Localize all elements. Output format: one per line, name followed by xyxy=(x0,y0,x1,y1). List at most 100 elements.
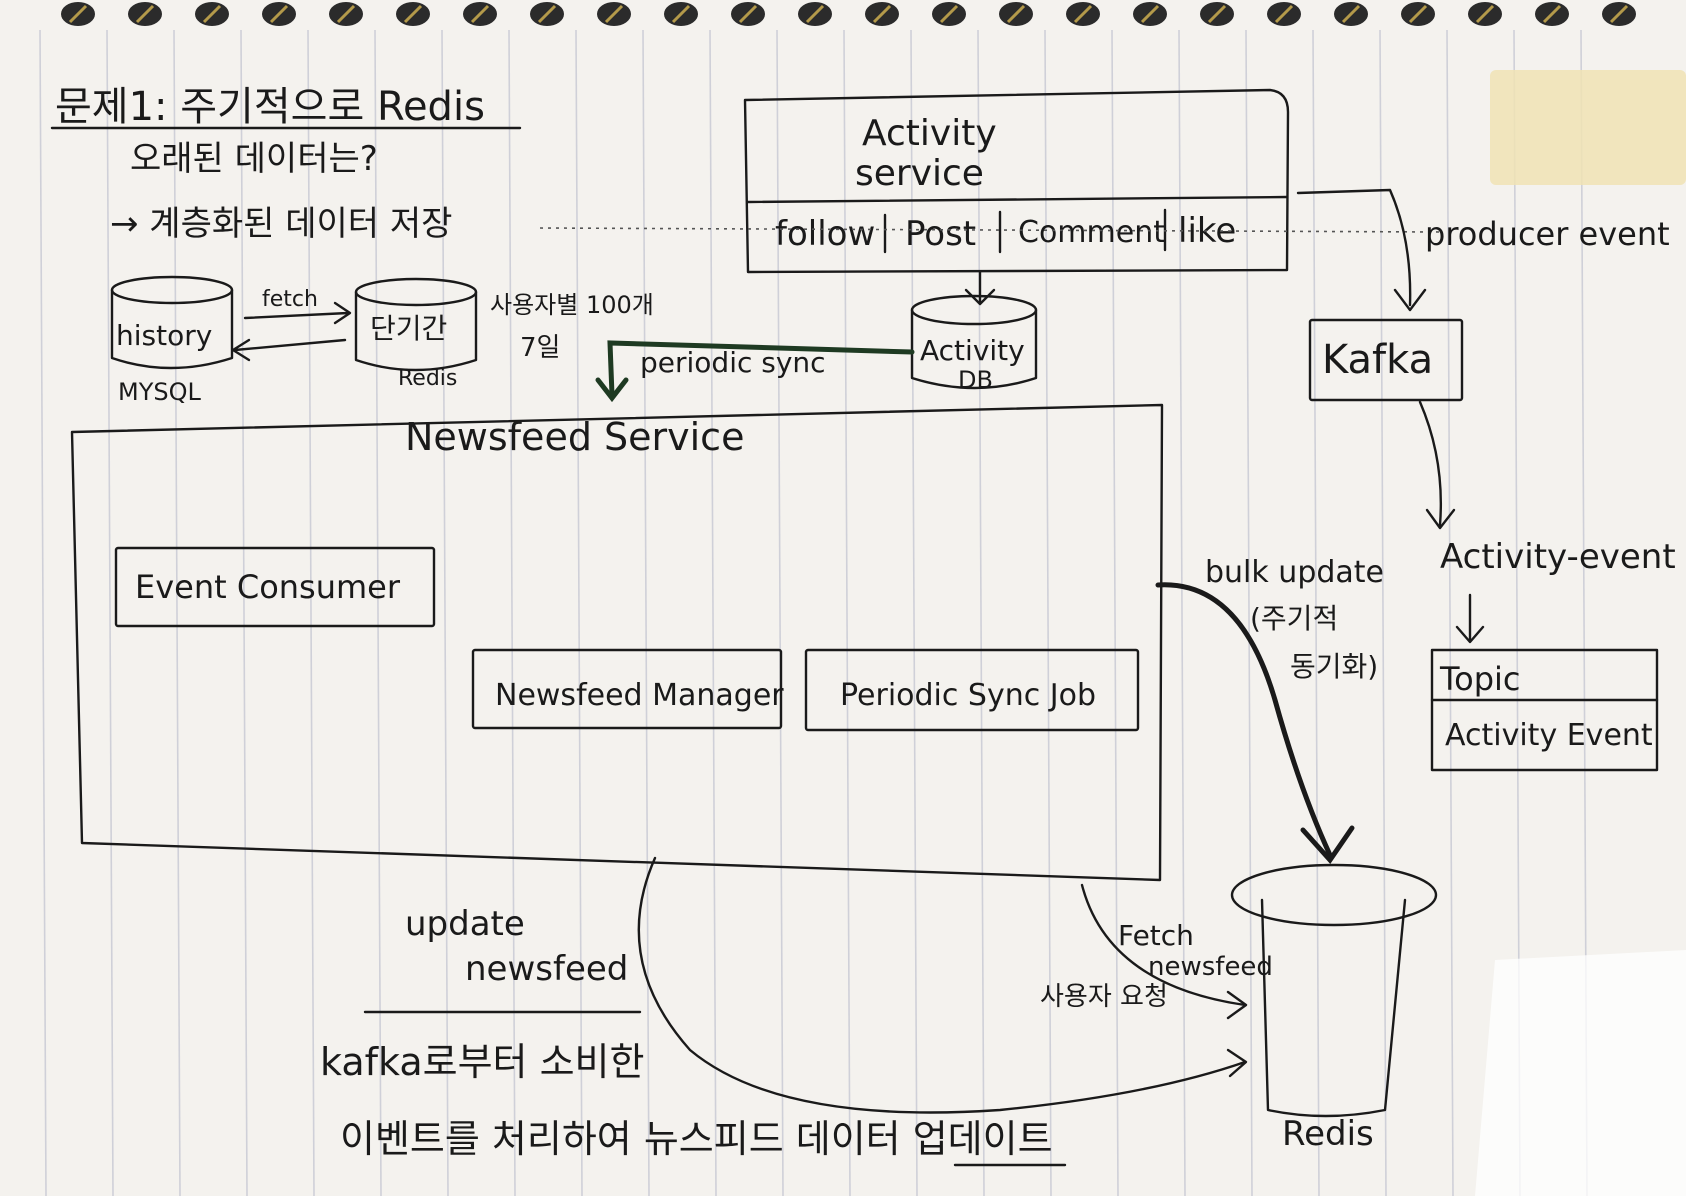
activity-type-follow: follow xyxy=(775,214,875,254)
binding-ring xyxy=(1133,2,1167,26)
binding-ring xyxy=(1066,2,1100,26)
ruled-line xyxy=(106,29,114,1196)
activity-db-label-2: DB xyxy=(958,366,993,394)
newsfeed-manager-box xyxy=(471,648,783,730)
redis-main-db xyxy=(1230,863,1438,1118)
retention-note: 7일 xyxy=(520,333,560,363)
bulk-update-label-1: bulk update xyxy=(1205,555,1384,590)
per-user-note: 사용자별 100개 xyxy=(490,291,654,319)
binding-ring xyxy=(1334,2,1368,26)
topic-activity-event: Activity Event xyxy=(1445,718,1653,753)
spiral-binding xyxy=(61,2,1636,26)
ruled-line xyxy=(1312,29,1320,1196)
ruled-line xyxy=(39,29,47,1196)
binding-ring xyxy=(1401,2,1435,26)
ruled-line xyxy=(173,29,181,1196)
mysql-db-label: history xyxy=(116,319,212,352)
topic-label: Topic xyxy=(1439,660,1520,698)
torn-paper-corner xyxy=(1475,950,1686,1196)
ruled-line xyxy=(374,29,382,1196)
binding-ring xyxy=(1602,2,1636,26)
user-request-label: 사용자 요청 xyxy=(1040,982,1168,1012)
update-newsfeed-label-1: update xyxy=(405,904,525,944)
periodic-sync-job-label: Periodic Sync Job xyxy=(840,678,1096,713)
activity-db xyxy=(910,294,1038,390)
binding-ring xyxy=(329,2,363,26)
ruled-line xyxy=(977,29,985,1196)
ruled-line xyxy=(441,29,449,1196)
periodic-sync-label: periodic sync xyxy=(640,346,826,379)
periodic-sync-job-box xyxy=(804,648,1140,732)
binding-ring xyxy=(128,2,162,26)
activity-service-title-1: Activity xyxy=(862,113,997,154)
update-newsfeed-label-2: newsfeed xyxy=(465,949,628,989)
binding-ring xyxy=(1535,2,1569,26)
periodic-sync-line xyxy=(607,340,915,398)
short-term-redis-db xyxy=(354,277,478,372)
redis-main-label: Redis xyxy=(1282,1114,1374,1154)
ruled-line xyxy=(1446,29,1454,1196)
ruled-line xyxy=(709,29,717,1196)
binding-ring xyxy=(932,2,966,26)
problem-answer: → 계층화된 데이터 저장 xyxy=(110,204,452,244)
binding-ring xyxy=(396,2,430,26)
ruled-line xyxy=(843,29,851,1196)
binding-ring xyxy=(262,2,296,26)
ruled-line xyxy=(307,29,315,1196)
event-consumer-box xyxy=(114,546,436,628)
binding-ring xyxy=(61,2,95,26)
activity-service-title-2: service xyxy=(855,153,984,194)
ruled-line xyxy=(642,29,650,1196)
binding-ring xyxy=(195,2,229,26)
bottom-note-2: 이벤트를 처리하여 뉴스피드 데이터 업데이트 xyxy=(340,1117,1053,1161)
ruled-line xyxy=(1044,29,1052,1196)
fetch-label: fetch xyxy=(262,287,318,312)
short-term-redis-label: 단기간 xyxy=(370,312,447,345)
binding-ring xyxy=(1468,2,1502,26)
kafka-label: Kafka xyxy=(1322,337,1433,383)
activity-db-label-1: Activity xyxy=(920,334,1025,367)
ruled-line xyxy=(910,29,918,1196)
ruled-line xyxy=(240,29,248,1196)
binding-ring xyxy=(597,2,631,26)
binding-ring xyxy=(1200,2,1234,26)
activity-event-label: Activity-event xyxy=(1440,537,1676,577)
event-consumer-label: Event Consumer xyxy=(135,568,401,606)
newsfeed-service-title: Newsfeed Service xyxy=(405,415,744,459)
kafka-box xyxy=(1308,318,1464,402)
producer-event-arrow xyxy=(1296,188,1412,307)
binding-ring xyxy=(1267,2,1301,26)
ruled-line xyxy=(1379,29,1387,1196)
dotted-guide xyxy=(539,227,1441,233)
binding-ring xyxy=(999,2,1033,26)
fetch-newsfeed-arrow xyxy=(1080,883,1247,1007)
tape-piece xyxy=(1490,70,1686,185)
producer-event-label: producer event xyxy=(1425,215,1670,253)
ruled-line xyxy=(1245,29,1253,1196)
problem-title: 문제1: 주기적으로 Redis xyxy=(55,84,485,130)
bulk-update-arrow xyxy=(1155,582,1333,858)
mysql-caption: MYSQL xyxy=(118,378,201,406)
archive-arrow xyxy=(233,338,347,352)
ruled-line xyxy=(575,29,583,1196)
fetch-newsfeed-label-1: Fetch xyxy=(1118,919,1194,952)
newsfeed-service-box xyxy=(70,403,1164,882)
fetch-newsfeed-label-2: newsfeed xyxy=(1148,952,1273,982)
binding-ring xyxy=(798,2,832,26)
binding-ring xyxy=(530,2,564,26)
bulk-update-label-3: 동기화) xyxy=(1290,650,1378,683)
activity-type-like: like xyxy=(1178,211,1236,251)
ruled-line xyxy=(776,29,784,1196)
update-newsfeed-arrow xyxy=(637,856,1247,1114)
short-term-redis-caption: Redis xyxy=(398,366,457,391)
bulk-update-label-2: (주기적 xyxy=(1250,602,1338,635)
newsfeed-manager-label: Newsfeed Manager xyxy=(495,678,784,713)
ruled-line xyxy=(508,29,516,1196)
kafka-to-event-arrow xyxy=(1418,400,1443,527)
fetch-arrow xyxy=(243,311,350,320)
binding-ring xyxy=(463,2,497,26)
topic-box xyxy=(1430,648,1659,772)
ruled-line xyxy=(1111,29,1119,1196)
